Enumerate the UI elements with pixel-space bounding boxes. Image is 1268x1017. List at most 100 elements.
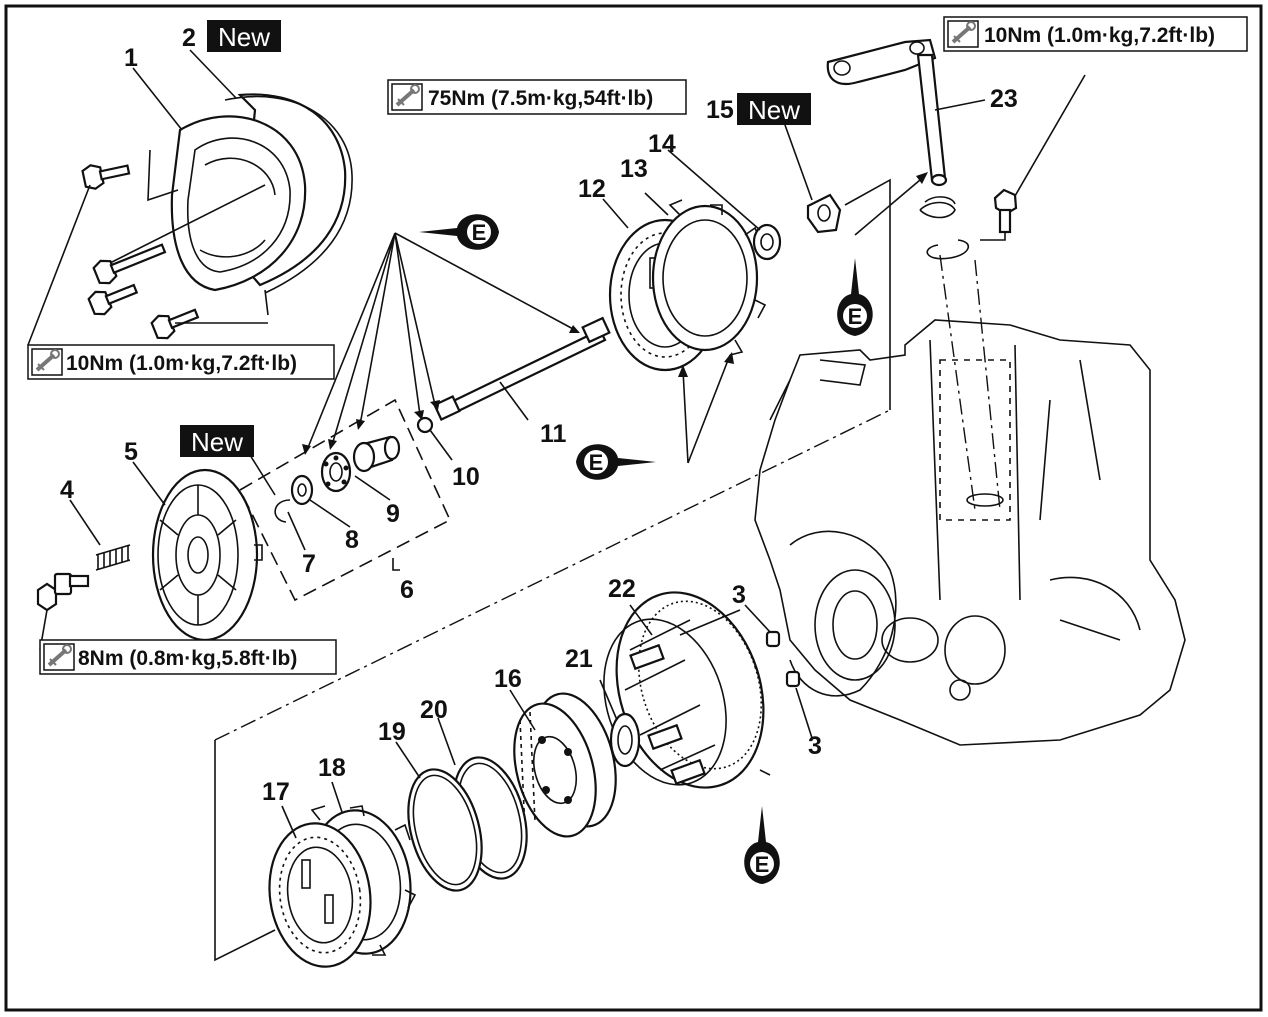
leader-8	[309, 499, 351, 528]
leader-4	[69, 499, 101, 546]
part-number-18: 18	[318, 754, 346, 782]
primary-driven-gear-housing	[603, 591, 765, 789]
leader-5	[132, 461, 166, 506]
leader-2	[189, 49, 237, 99]
leader-7	[287, 511, 306, 551]
friction-plate-lower	[268, 822, 372, 968]
shaft-bolt	[993, 188, 1018, 234]
svg-text:E: E	[472, 220, 487, 245]
leader-3	[744, 604, 813, 739]
leader-1	[132, 67, 183, 131]
bearing	[320, 451, 352, 493]
push-rod	[433, 316, 611, 421]
pressure-rod-group-box	[238, 398, 452, 602]
svg-text:75Nm (7.5m·kg,54ft·lb): 75Nm (7.5m·kg,54ft·lb)	[428, 87, 653, 110]
svg-text:10Nm (1.0m·kg,7.2ft·lb): 10Nm (1.0m·kg,7.2ft·lb)	[66, 352, 297, 375]
part-number-4: 4	[60, 476, 74, 504]
part-number-23: 23	[990, 85, 1018, 113]
oil-leaders-rod	[302, 232, 580, 455]
leader-shaft	[844, 178, 891, 410]
oil-symbol-shaft: E	[837, 258, 873, 336]
leader-oil-shaft	[854, 179, 921, 236]
part-number-2: 2	[182, 24, 196, 52]
part-number-6: 6	[400, 576, 414, 604]
spring-bolt	[36, 572, 90, 612]
leader-14	[667, 149, 761, 231]
clutch-plate-upper	[651, 199, 767, 356]
leader-cover-bolts	[27, 149, 269, 346]
leader-13	[644, 192, 669, 216]
circlip	[274, 499, 291, 523]
clutch-cover	[170, 115, 307, 292]
svg-text:New: New	[191, 427, 243, 457]
diagram-frame	[4, 4, 1263, 1012]
dowel-pins	[765, 630, 801, 688]
part-number-5: 5	[124, 438, 138, 466]
part-number-3b: 3	[808, 732, 822, 760]
leader-12	[602, 198, 629, 229]
part-number-8: 8	[345, 526, 359, 554]
oil-symbol-plates: E	[576, 444, 656, 480]
engine-crankcase	[754, 319, 1186, 746]
part-number-13: 13	[620, 155, 648, 183]
leader-20	[437, 717, 456, 766]
part-number-21: 21	[565, 645, 593, 673]
clutch-boss-nut	[752, 223, 782, 261]
svg-text:New: New	[218, 22, 270, 52]
part-number-9: 9	[386, 500, 400, 528]
leader-16	[509, 689, 536, 731]
push-lever-shaft	[826, 38, 948, 187]
leader-23	[934, 99, 986, 111]
shaft-spring	[919, 196, 956, 219]
assembly-axis-lines	[214, 254, 1001, 741]
new-label-gasket: New	[207, 20, 281, 52]
thrust-washer	[609, 712, 641, 768]
torque-box-spring-bolt: 8Nm (0.8m·kg,5.8ft·lb)	[39, 639, 337, 675]
shaft-circlip	[926, 239, 970, 260]
leader-22	[629, 604, 653, 636]
svg-text:E: E	[848, 304, 863, 329]
leader-9	[354, 475, 391, 501]
svg-text:10Nm (1.0m·kg,7.2ft·lb): 10Nm (1.0m·kg,7.2ft·lb)	[984, 24, 1215, 47]
torque-box-cover: 10Nm (1.0m·kg,7.2ft·lb)	[27, 344, 335, 380]
part-number-3a: 3	[732, 581, 746, 609]
new-label-lockwasher: New	[737, 93, 811, 125]
part-number-22: 22	[608, 575, 636, 603]
leader-shaft-bolt	[980, 74, 1086, 241]
leader-6	[392, 558, 400, 571]
part-number-20: 20	[420, 696, 448, 724]
leader-bracket-lower	[214, 740, 276, 962]
leader-push-rod	[499, 381, 529, 421]
part-number-15: 15	[706, 96, 734, 124]
pressure-plate	[151, 468, 263, 642]
part-number-16: 16	[494, 665, 522, 693]
leader-new-7	[249, 454, 276, 496]
washer	[290, 474, 314, 506]
torque-box-nut: 75Nm (7.5m·kg,54ft·lb)	[387, 79, 687, 115]
oil-symbol-housing: E	[744, 806, 780, 884]
torque-box-shaft-bolt: 10Nm (1.0m·kg,7.2ft·lb)	[943, 16, 1248, 52]
clutch-boss	[513, 692, 617, 838]
part-number-1: 1	[124, 44, 138, 72]
leader-10	[429, 429, 453, 461]
cover-bolts	[81, 164, 200, 340]
leader-oil-housing	[759, 769, 771, 776]
svg-text:8Nm (0.8m·kg,5.8ft·lb): 8Nm (0.8m·kg,5.8ft·lb)	[78, 647, 297, 670]
steel-ball	[416, 416, 434, 434]
oil-leaders-plates	[678, 352, 734, 464]
lock-washer-15	[806, 193, 842, 234]
leader-18	[331, 781, 343, 813]
part-number-10: 10	[452, 463, 480, 491]
svg-text:E: E	[589, 450, 604, 475]
part-number-19: 19	[378, 718, 406, 746]
new-label-circlip: New	[180, 425, 254, 457]
part-number-11: 11	[540, 420, 567, 448]
seat-plate	[407, 768, 483, 892]
part-number-12: 12	[578, 175, 606, 203]
leader-19	[395, 741, 421, 779]
leader-21	[599, 679, 618, 721]
part-number-17: 17	[262, 778, 290, 806]
part-number-14: 14	[648, 130, 676, 158]
leader-15	[784, 124, 813, 201]
